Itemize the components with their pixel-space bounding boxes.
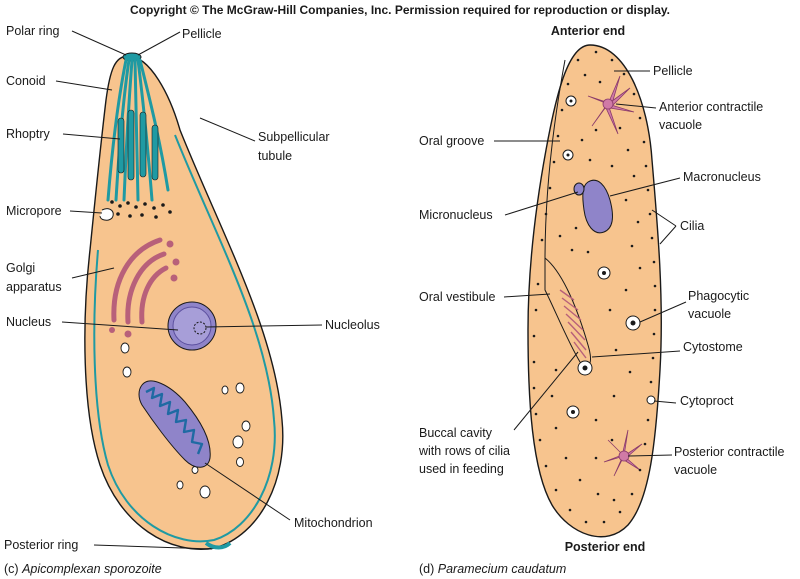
label-nucleus: Nucleus (6, 315, 51, 329)
label-conoid: Conoid (6, 74, 46, 88)
label-cytoproct: Cytoproct (680, 394, 734, 408)
golgi-vesicles (109, 240, 180, 338)
label-pellicle-right: Pellicle (653, 64, 693, 78)
sporozoite-pellicle-line (93, 134, 276, 543)
left-leader-lines (55, 30, 323, 550)
mitochondrion-cristae (145, 386, 204, 455)
micropore (99, 208, 114, 221)
anterior-contractile-vacuole (587, 75, 635, 135)
nucleus-inner (172, 306, 212, 346)
cytoplasm-vesicles (120, 342, 251, 499)
label-posterior-ring: Posterior ring (4, 538, 78, 552)
macronucleus (582, 179, 613, 234)
label-posterior-cv-1: Posterior contractile (674, 445, 785, 459)
label-golgi-2: apparatus (6, 280, 62, 294)
label-oral-vestibule: Oral vestibule (419, 290, 495, 304)
label-buccal-3: used in feeding (419, 462, 504, 476)
label-macronucleus: Macronucleus (683, 170, 761, 184)
sporozoite-cell (84, 52, 284, 550)
posterior-ring (204, 541, 232, 550)
rhoptry-bodies (117, 109, 159, 181)
oral-groove (544, 59, 566, 261)
sporozoite-body (84, 55, 284, 550)
label-cytostome: Cytostome (683, 340, 743, 354)
golgi-apparatus (111, 237, 169, 325)
subpellicular-tubules (106, 58, 170, 202)
right-caption: (d) Paramecium caudatum (419, 562, 566, 576)
paramecium-cell (527, 44, 662, 538)
buccal-cavity (559, 289, 587, 359)
label-subpellicular-1: Subpellicular (258, 130, 330, 144)
label-anterior-end: Anterior end (551, 24, 625, 38)
label-micropore: Micropore (6, 204, 62, 218)
label-anterior-cv-1: Anterior contractile (659, 100, 763, 114)
label-pellicle-left: Pellicle (182, 27, 222, 41)
label-anterior-cv-2: vacuole (659, 118, 702, 132)
granule-dots (110, 200, 172, 219)
copyright-text: Copyright © The McGraw-Hill Companies, I… (130, 3, 670, 17)
label-posterior-end: Posterior end (565, 540, 646, 554)
label-posterior-cv-2: vacuole (674, 463, 717, 477)
label-subpellicular-2: tubule (258, 149, 292, 163)
label-golgi-1: Golgi (6, 261, 35, 275)
label-polar-ring: Polar ring (6, 24, 60, 38)
label-buccal-1: Buccal cavity (419, 426, 493, 440)
label-cilia: Cilia (680, 219, 704, 233)
label-rhoptry: Rhoptry (6, 127, 51, 141)
label-phagocytic-1: Phagocytic (688, 289, 749, 303)
vacuole-contents (566, 99, 636, 414)
label-buccal-2: with rows of cilia (418, 444, 510, 458)
label-micronucleus: Micronucleus (419, 208, 493, 222)
right-leader-lines (494, 70, 687, 457)
left-labels: Polar ring Pellicle Conoid Rhoptry Subpe… (4, 24, 380, 552)
nucleolus (193, 321, 207, 335)
posterior-contractile-vacuole (603, 429, 643, 477)
label-nucleolus: Nucleolus (325, 318, 380, 332)
cilia-dots (532, 50, 657, 524)
left-caption: (c) Apicomplexan sporozoite (4, 562, 162, 576)
right-labels: Anterior end Pellicle Anterior contracti… (418, 24, 785, 554)
label-oral-groove: Oral groove (419, 134, 484, 148)
label-phagocytic-2: vacuole (688, 307, 731, 321)
paramecium-body (527, 44, 662, 538)
label-mitochondrion: Mitochondrion (294, 516, 373, 530)
mitochondrion (138, 380, 211, 468)
